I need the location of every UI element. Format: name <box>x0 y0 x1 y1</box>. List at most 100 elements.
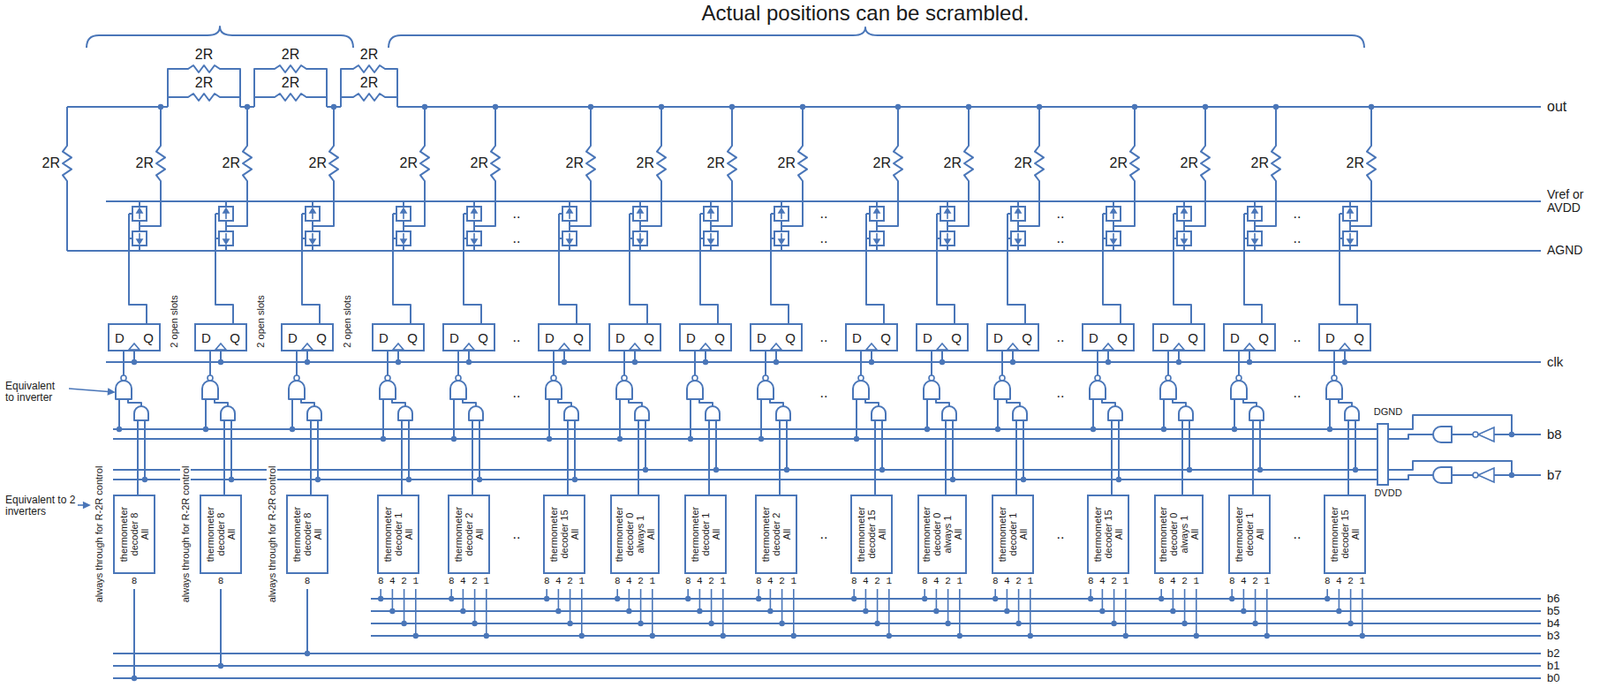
pin-label: 8 4 2 1 <box>755 575 797 587</box>
signal-name: DVDD <box>1373 487 1402 499</box>
junction-dot <box>158 104 164 110</box>
flip-flop-pin: Q <box>714 330 725 346</box>
resistor-value: 2R <box>636 155 655 172</box>
pin-wire <box>1018 588 1020 624</box>
wire <box>780 220 783 232</box>
nmos-symbol <box>467 231 482 246</box>
clock-symbol <box>128 343 140 350</box>
junction-dot <box>451 436 457 442</box>
bit-bus <box>370 622 1541 625</box>
flip-flop-pin: D <box>287 330 298 346</box>
resistor-value: 2R <box>400 155 418 172</box>
gate-wire <box>301 213 320 324</box>
note: Equivalent to inverter <box>5 380 64 404</box>
nmos-arrow <box>566 239 573 244</box>
ellipsis: .. <box>820 329 829 346</box>
pin-wire <box>219 588 222 666</box>
decoder-label: thermometer decoder 8 <box>204 498 227 571</box>
decoder-text: thermometer decoder 2All <box>760 498 793 571</box>
pmos-arrow <box>778 208 785 213</box>
clock-symbol <box>1339 343 1351 350</box>
pin-wire <box>558 588 560 612</box>
pin-wire <box>640 588 642 624</box>
pin-label: 8 4 2 1 <box>448 575 490 587</box>
decoder-label: always 1 <box>942 498 953 571</box>
junction-dot <box>131 359 137 365</box>
decoder-box: thermometer decoder 15All <box>850 494 893 574</box>
resistor-value: 2R <box>281 46 300 63</box>
clock-symbol <box>1173 343 1185 350</box>
junction-dot <box>1359 633 1366 639</box>
nmos-arrow <box>1181 239 1187 244</box>
pmos-symbol <box>633 206 648 221</box>
gate-input <box>760 399 763 439</box>
junction-dot <box>957 633 963 639</box>
gate-input <box>118 399 121 430</box>
gate-wire <box>1339 213 1358 324</box>
decoder-label: All <box>1350 498 1361 571</box>
pin-wire <box>1266 588 1268 636</box>
signal-name: b4 <box>1547 617 1560 630</box>
decoder-text: thermometer decoder 15All <box>1092 498 1125 571</box>
clock-symbol <box>392 343 404 350</box>
gate-wire <box>1173 213 1192 324</box>
pmos-arrow <box>1110 208 1117 213</box>
junction-dot <box>406 476 412 483</box>
input-wire <box>1494 433 1541 436</box>
junction-dot <box>218 359 224 365</box>
flip-flop-pin: D <box>378 330 389 346</box>
nmos-symbol <box>1247 231 1262 246</box>
gate-input <box>951 420 954 480</box>
junction-dot <box>713 467 719 473</box>
pin-wire <box>1006 588 1009 612</box>
ellipsis: .. <box>513 205 521 222</box>
pin-label: 8 <box>304 575 311 587</box>
resistor-value: 2R <box>222 155 241 172</box>
and-gate <box>1344 406 1359 421</box>
decoder-label: thermometer decoder 8 <box>291 498 313 571</box>
junction-dot <box>448 596 454 602</box>
junction-dot <box>1087 596 1094 602</box>
signal-name: b5 <box>1547 604 1560 618</box>
gate-wire <box>629 213 648 324</box>
select-bus <box>113 437 1378 440</box>
gate-wire <box>392 213 411 324</box>
flip-flop-box: DQ <box>107 323 161 352</box>
pin-wire <box>792 588 795 636</box>
flip-flop-box: DQ <box>986 323 1040 352</box>
nmos-arrow <box>1015 239 1021 244</box>
flip-flop-box: DQ <box>194 323 248 352</box>
clock-symbol <box>1102 343 1114 350</box>
flip-flop-pin: Q <box>316 330 327 346</box>
pmos-symbol <box>940 206 955 221</box>
signal-wire <box>1097 351 1116 495</box>
resistor-value: 2R <box>135 155 154 172</box>
flip-flop-pin: Q <box>1258 330 1269 346</box>
flip-flop-box: DQ <box>679 323 733 352</box>
nand-bubble <box>1094 375 1101 381</box>
pin-wire <box>133 588 136 679</box>
junction-dot <box>1246 359 1253 365</box>
gate-input <box>230 420 233 480</box>
junction-dot <box>561 359 567 365</box>
clock-symbol <box>558 343 570 350</box>
decoder-text: thermometer decoder 0always 1All <box>920 498 964 571</box>
and-gate <box>398 406 413 421</box>
junction-dot <box>853 436 860 442</box>
decoder-label: thermometer decoder 15 <box>1328 498 1351 571</box>
pin-label: 8 4 2 1 <box>1229 575 1270 587</box>
junction-dot <box>1027 633 1034 639</box>
flip-flop-pin: Q <box>880 330 891 346</box>
junction-dot <box>895 104 901 110</box>
annotation-title: Actual positions can be scrambled. <box>701 1 1030 25</box>
decoder-label: thermometer decoder 8 <box>118 498 140 571</box>
nand-bubble <box>207 375 213 381</box>
gate-input <box>689 399 692 439</box>
pmos-symbol <box>396 206 411 221</box>
gate-input <box>644 420 647 470</box>
clock-symbol <box>301 343 313 350</box>
flip-flop-box: DQ <box>1081 323 1135 352</box>
decoder-box: thermometer decoder 15All <box>1086 494 1130 574</box>
junction-dot <box>466 359 472 365</box>
decoder-box: thermometer decoder 0always 1All <box>917 494 967 574</box>
